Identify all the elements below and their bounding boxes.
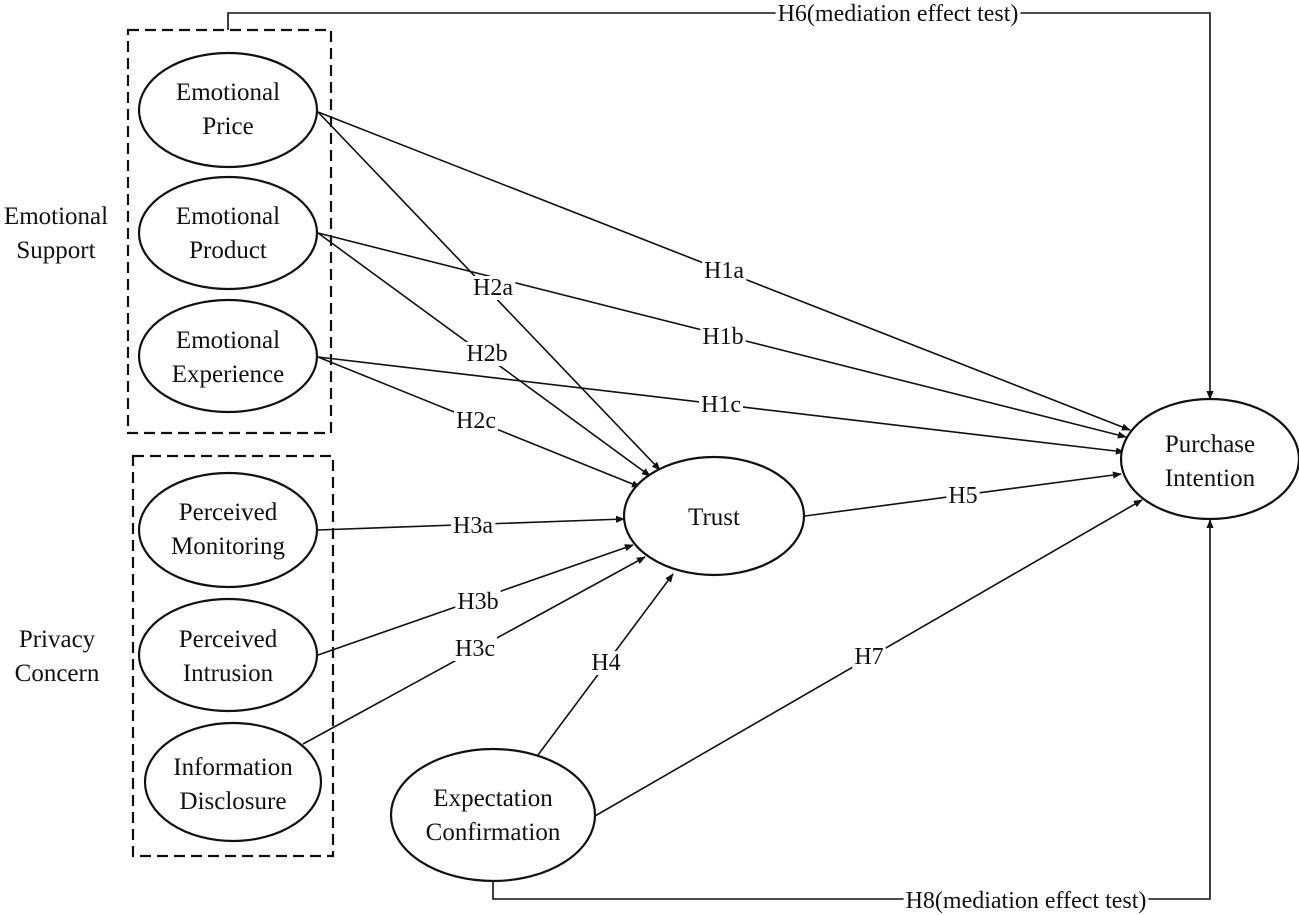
svg-text:H7: H7 xyxy=(854,644,883,670)
purchase-intention-node: Purchase Intention xyxy=(1119,397,1299,521)
svg-text:H3b: H3b xyxy=(457,589,498,615)
privacy-concern-label-line1: Privacy xyxy=(19,626,96,653)
trust-label: Trust xyxy=(688,504,740,531)
purchase-intention-line2: Intention xyxy=(1165,465,1256,492)
privacy-concern-group-box xyxy=(131,454,335,858)
emotional-support-label-line2: Support xyxy=(16,237,95,264)
emotional-product-line1: Emotional xyxy=(176,203,280,230)
svg-text:H4: H4 xyxy=(591,650,620,676)
svg-text:H1b: H1b xyxy=(702,324,743,350)
emotional-experience-line2: Experience xyxy=(172,361,284,388)
h8-label: H8(mediation effect test) xyxy=(903,888,1149,914)
expectation-confirmation-line2: Confirmation xyxy=(426,819,561,846)
h7-label: H7 xyxy=(852,644,886,670)
information-disclosure-line2: Disclosure xyxy=(180,788,287,815)
privacy-concern-label-line2: Concern xyxy=(15,660,100,687)
h1a-label: H1a xyxy=(702,258,747,284)
expectation-confirmation-node: Expectation Confirmation xyxy=(389,747,597,883)
emotional-product-line2: Product xyxy=(189,237,267,264)
svg-text:H5: H5 xyxy=(948,483,977,509)
perceived-intrusion-line2: Intrusion xyxy=(183,660,274,687)
h4-label: H4 xyxy=(589,650,623,676)
emotional-price-node: Emotional Price xyxy=(137,51,319,169)
expectation-confirmation-line1: Expectation xyxy=(433,785,553,812)
emotional-experience-node: Emotional Experience xyxy=(137,298,319,414)
h6-label: H6(mediation effect test) xyxy=(775,1,1021,27)
emotional-price-line1: Emotional xyxy=(176,79,280,106)
perceived-monitoring-line1: Perceived xyxy=(179,499,278,526)
svg-text:H1a: H1a xyxy=(704,258,744,284)
emotional-support-label-line1: Emotional xyxy=(4,203,108,230)
svg-text:H1c: H1c xyxy=(701,392,741,418)
emotional-product-node: Emotional Product xyxy=(137,175,319,291)
svg-text:H2b: H2b xyxy=(466,341,507,367)
information-disclosure-node: Information Disclosure xyxy=(143,721,323,843)
h8-connector xyxy=(492,519,1214,900)
emotional-price-line2: Price xyxy=(202,113,253,140)
h3a-label: H3a xyxy=(451,513,496,539)
h3c-label: H3c xyxy=(453,636,497,662)
trust-node: Trust xyxy=(622,455,806,577)
perceived-intrusion-node: Perceived Intrusion xyxy=(137,597,319,713)
svg-text:H3c: H3c xyxy=(455,636,495,662)
svg-text:H2a: H2a xyxy=(473,275,513,301)
emotional-support-group-box xyxy=(126,28,333,435)
information-disclosure-line1: Information xyxy=(173,754,293,781)
perceived-intrusion-line1: Perceived xyxy=(179,626,278,653)
h1b-label: H1b xyxy=(700,324,746,350)
h2a-label: H2a xyxy=(471,275,516,301)
svg-text:H3a: H3a xyxy=(453,513,493,539)
h1c-label: H1c xyxy=(699,392,743,418)
h6-connector xyxy=(227,12,1214,400)
perceived-monitoring-node: Perceived Monitoring xyxy=(137,471,319,589)
h5-label: H5 xyxy=(946,483,980,509)
perceived-monitoring-line2: Monitoring xyxy=(171,533,285,560)
emotional-experience-line1: Emotional xyxy=(176,327,280,354)
h3b-label: H3b xyxy=(455,589,501,615)
h2c-label: H2c xyxy=(454,408,498,434)
svg-text:H6(mediation effect test): H6(mediation effect test) xyxy=(778,1,1019,27)
svg-text:H2c: H2c xyxy=(456,408,496,434)
svg-text:H8(mediation effect test): H8(mediation effect test) xyxy=(906,888,1147,914)
h2b-label: H2b xyxy=(464,341,510,367)
purchase-intention-line1: Purchase xyxy=(1165,431,1255,458)
